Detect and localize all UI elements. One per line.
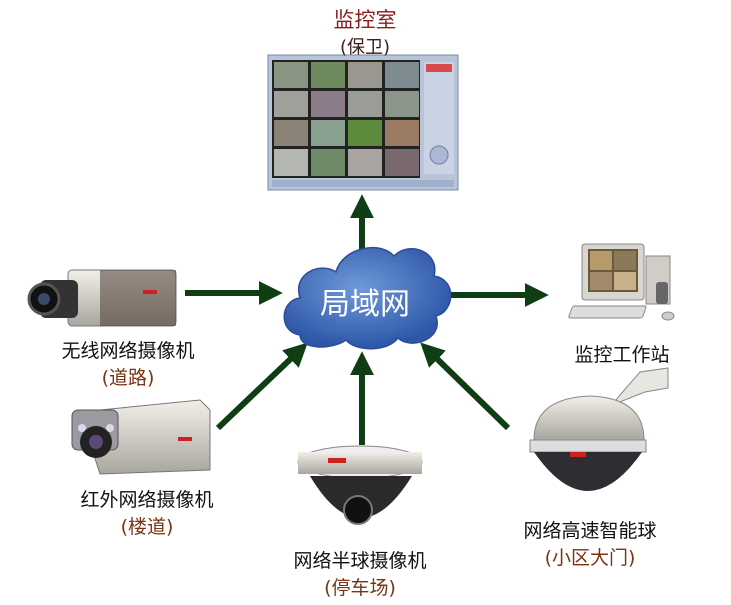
dome-camera-icon <box>297 445 423 525</box>
wireless-camera-location: (道路) <box>101 367 155 389</box>
ir-camera-label: 红外网络摄像机 <box>80 489 214 511</box>
monitoring-software-screen <box>267 54 459 191</box>
infrared-bullet-camera-icon <box>71 399 211 475</box>
speed-dome-label: 网络高速智能球 <box>523 520 657 542</box>
workstation-label: 监控工作站 <box>574 344 670 366</box>
control-room-subtitle: (保卫) <box>339 37 391 58</box>
speed-dome-camera-icon <box>529 367 669 491</box>
arrow-from-speed-dome <box>420 342 511 431</box>
wireless-box-camera-icon <box>27 269 177 327</box>
wireless-camera-label: 无线网络摄像机 <box>61 340 195 362</box>
lan-cloud-icon <box>283 247 452 350</box>
ir-camera-location: (楼道) <box>120 516 174 538</box>
speed-dome-location: (小区大门) <box>544 547 636 569</box>
dome-camera-label: 网络半球摄像机 <box>293 550 427 572</box>
lan-label: 局域网 <box>320 287 410 322</box>
workstation-computer-icon <box>568 243 675 321</box>
control-room-title: 监控室 <box>333 8 397 32</box>
arrow-from-ir-camera <box>215 342 308 431</box>
dome-camera-location: (停车场) <box>324 577 396 599</box>
